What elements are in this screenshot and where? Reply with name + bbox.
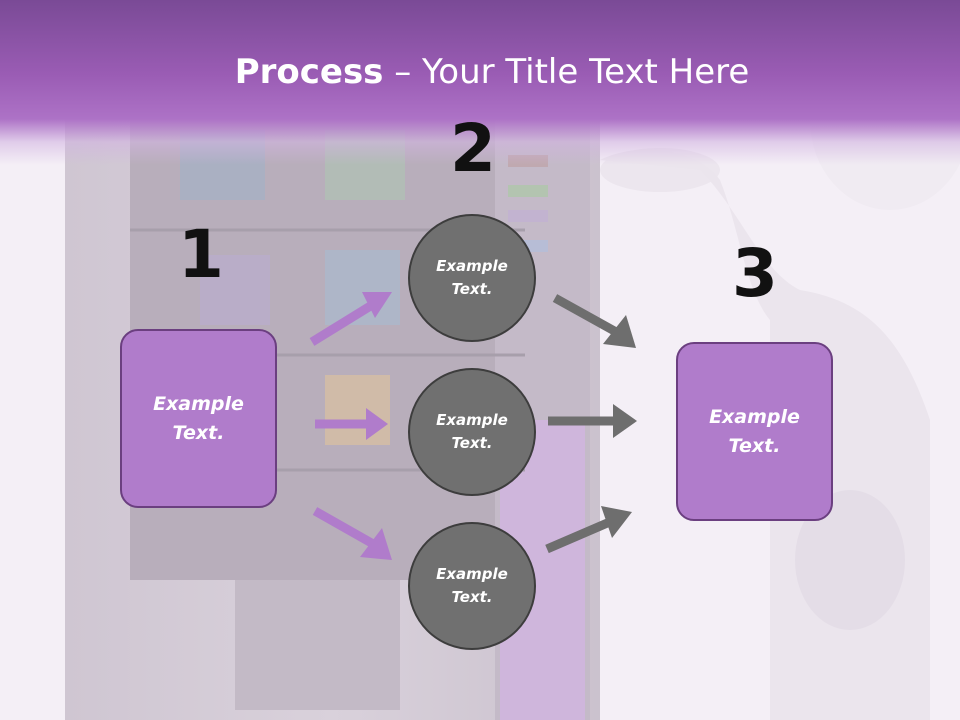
step-3-label: Example Text. — [709, 405, 800, 457]
step-number-2: 2 — [450, 110, 496, 187]
step-3-box: Example Text. — [676, 342, 833, 521]
step-number-3: 3 — [732, 235, 778, 312]
title-bold: Process — [234, 52, 384, 92]
step-number-1: 1 — [178, 216, 224, 293]
page-title: Process – Your Title Text Here — [0, 52, 960, 92]
step-2-circle-top-label: Example Text. — [436, 257, 508, 298]
step-1-box: Example Text. — [120, 329, 277, 508]
step-2-circle-bottom: Example Text. — [408, 522, 536, 650]
step-2-circle-middle-label: Example Text. — [436, 411, 508, 452]
title-band — [0, 0, 960, 165]
step-2-circle-bottom-label: Example Text. — [436, 565, 508, 606]
step-1-label: Example Text. — [153, 392, 244, 444]
step-2-circle-top: Example Text. — [408, 214, 536, 342]
title-rest: – Your Title Text Here — [383, 52, 750, 92]
step-2-circle-middle: Example Text. — [408, 368, 536, 496]
